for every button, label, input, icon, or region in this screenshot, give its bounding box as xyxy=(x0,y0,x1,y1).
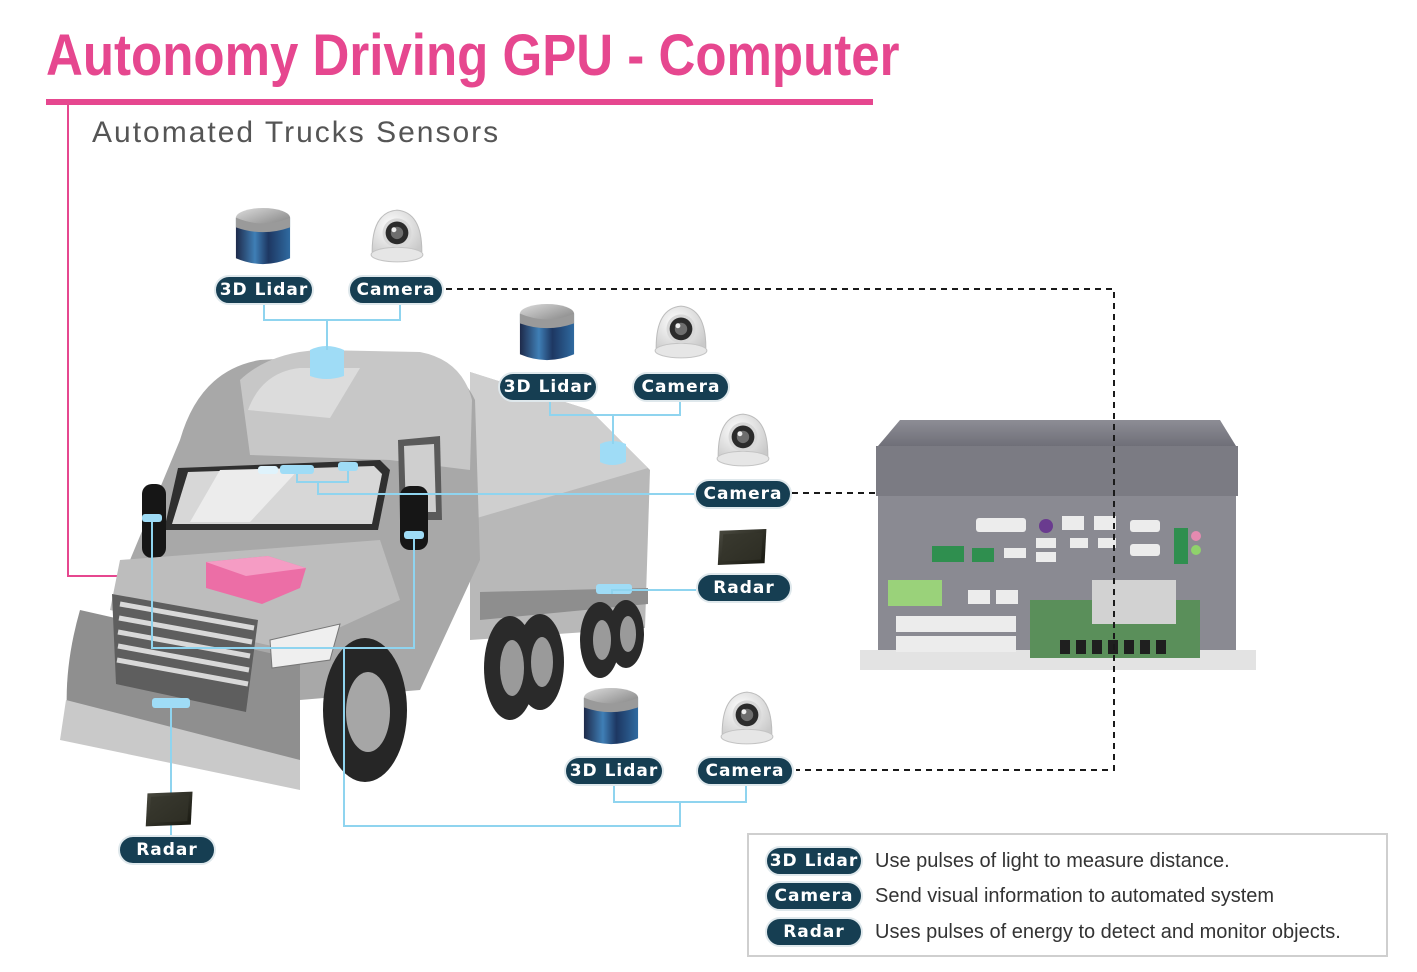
rear-camera-label: Camera xyxy=(632,372,730,402)
lidar-icon xyxy=(583,688,639,745)
legend-radar-pill: Radar xyxy=(765,917,863,947)
front-radar-label: Radar xyxy=(118,835,216,865)
page-subtitle: Automated Trucks Sensors xyxy=(92,116,501,149)
legend-lidar-pill: 3D Lidar xyxy=(765,846,863,876)
lidar-icon xyxy=(519,304,575,361)
roof-lidar-label: 3D Lidar xyxy=(214,275,314,305)
side-radar-label: Radar xyxy=(696,573,792,603)
legend-camera-pill: Camera xyxy=(765,881,863,911)
bottom-lidar-label: 3D Lidar xyxy=(564,756,664,786)
legend-row-radar: Radar Uses pulses of energy to detect an… xyxy=(765,917,1341,947)
lidar-icon xyxy=(235,208,291,265)
legend-camera-description: Send visual information to automated sys… xyxy=(875,884,1275,907)
side-camera-label: Camera xyxy=(694,479,792,509)
dome-camera-icon xyxy=(654,305,708,359)
radar-module-icon xyxy=(717,529,767,565)
gpu-computer-illustration xyxy=(860,420,1256,670)
radar-module-icon xyxy=(145,791,193,827)
rear-lidar-label: 3D Lidar xyxy=(498,372,598,402)
dome-camera-icon xyxy=(370,209,424,263)
legend-row-camera: Camera Send visual information to automa… xyxy=(765,881,1274,911)
bottom-camera-label: Camera xyxy=(696,756,794,786)
page-title: Autonomy Driving GPU - Computer xyxy=(46,23,900,88)
dome-camera-icon xyxy=(716,413,770,467)
roof-camera-label: Camera xyxy=(348,275,444,305)
title-underline xyxy=(46,99,873,105)
legend-row-lidar: 3D Lidar Use pulses of light to measure … xyxy=(765,846,1230,876)
truck-illustration xyxy=(60,350,650,790)
dome-camera-icon xyxy=(720,691,774,745)
legend-lidar-description: Use pulses of light to measure distance. xyxy=(875,849,1230,872)
legend-box: 3D Lidar Use pulses of light to measure … xyxy=(747,833,1388,957)
legend-radar-description: Uses pulses of energy to detect and moni… xyxy=(875,920,1341,943)
